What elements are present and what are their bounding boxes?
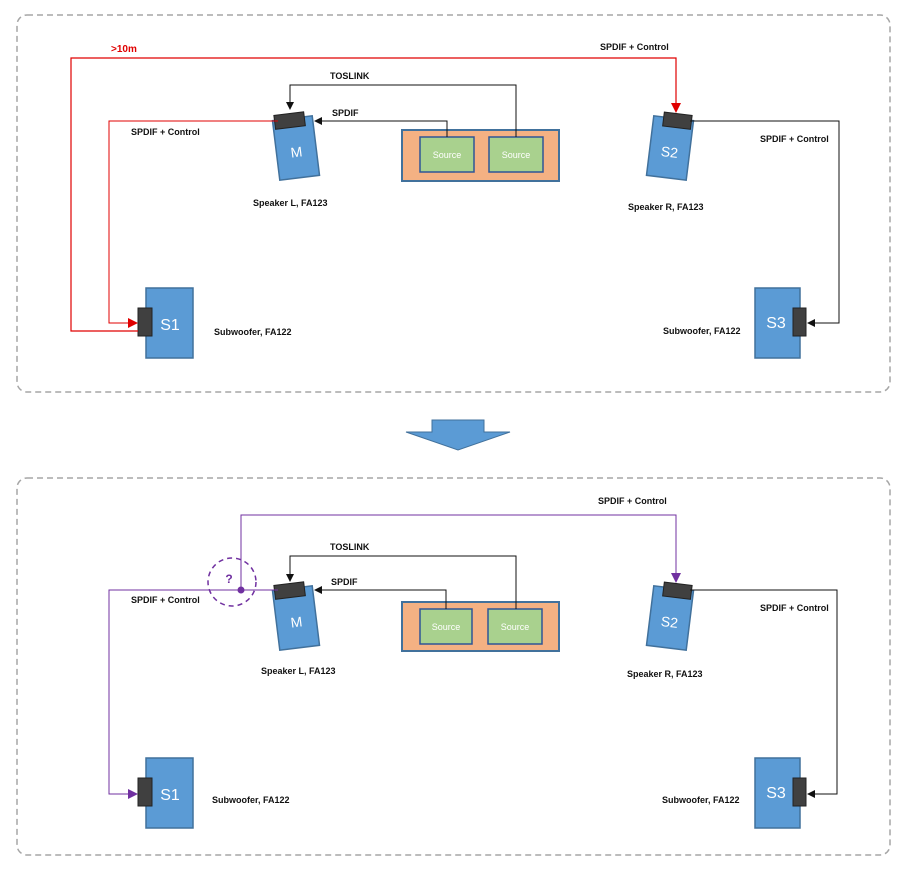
bottom-sub-right-caption: Subwoofer, FA122 [662,795,740,805]
bottom-sub-left-connector [137,777,153,807]
top-source-1 [419,136,475,173]
bottom-top-cable-label: SPDIF + Control [598,496,667,506]
top-sub-right-letter: S3 [766,315,786,332]
bottom-left-purple-cable [108,589,278,799]
bottom-sub-left-letter: S1 [160,787,180,804]
top-source-2-label: Source [502,150,531,160]
bottom-sub-left: S1 [137,757,194,829]
top-speaker-l-connector [273,111,306,130]
bottom-right-cable-label: SPDIF + Control [760,603,829,613]
bottom-top-purple-cable [240,514,681,590]
top-speaker-r-caption: Speaker R, FA123 [628,202,704,212]
top-panel: Source Source M Speaker L, FA123 S2 Spea… [16,14,891,393]
top-sub-left-letter: S1 [160,317,180,334]
top-toslink-cable [286,84,517,137]
top-speaker-l-caption: Speaker L, FA123 [253,198,328,208]
bottom-speaker-l-letter: M [290,613,304,630]
bottom-question-circle [207,557,257,607]
top-distance-label: >10m [111,44,137,55]
bottom-source-1-label: Source [432,622,461,632]
bottom-speaker-l-caption: Speaker L, FA123 [261,666,336,676]
bottom-spdif-cable [314,586,447,609]
bottom-speaker-r-connector [662,581,693,600]
top-speaker-r: S2 [645,111,695,182]
top-speaker-r-letter: S2 [660,143,679,161]
top-source-box: Source Source [401,129,560,182]
bottom-left-cable-label: SPDIF + Control [131,595,200,605]
top-sub-left-connector [137,307,153,337]
top-sub-left: S1 [137,287,194,359]
top-speaker-l: M [271,111,321,182]
top-sub-right-connector [792,307,807,337]
top-right-cable [690,120,840,327]
top-spdif-label: SPDIF [332,108,359,118]
bottom-speaker-l-connector [273,581,306,600]
bottom-speaker-l: M [271,581,321,652]
top-spdif-cable [314,117,448,137]
top-sub-right-caption: Subwoofer, FA122 [663,326,741,336]
bottom-sub-left-caption: Subwoofer, FA122 [212,795,290,805]
bottom-source-2-label: Source [501,622,530,632]
bottom-sub-right-connector [792,777,807,807]
top-left-red-cable [108,120,278,328]
top-speaker-r-connector [662,111,693,130]
top-sub-right: S3 [754,287,807,359]
top-top-cable-label: SPDIF + Control [600,42,669,52]
top-right-cable-label: SPDIF + Control [760,134,829,144]
bottom-source-box: Source Source [401,601,560,652]
bottom-speaker-r-letter: S2 [660,613,679,631]
bottom-toslink-cable [286,555,517,609]
top-long-red-cable [70,57,681,332]
bottom-spdif-label: SPDIF [331,577,358,587]
bottom-toslink-label: TOSLINK [330,542,370,552]
top-toslink-label: TOSLINK [330,71,370,81]
bottom-panel: Source Source M Speaker L, FA123 S2 Spea… [16,477,891,856]
top-sub-left-caption: Subwoofer, FA122 [214,327,292,337]
top-left-cable-label: SPDIF + Control [131,127,200,137]
top-speaker-l-letter: M [290,143,304,160]
bottom-source-2 [487,608,543,645]
bottom-speaker-r-caption: Speaker R, FA123 [627,669,703,679]
bottom-speaker-r: S2 [645,581,695,652]
bottom-right-cable [690,589,838,798]
top-source-1-label: Source [433,150,462,160]
bottom-sub-right: S3 [754,757,807,829]
transition-arrow-icon [405,419,511,451]
bottom-question-mark: ? [225,572,232,586]
bottom-junction-dot [237,586,245,594]
bottom-sub-right-letter: S3 [766,785,786,802]
